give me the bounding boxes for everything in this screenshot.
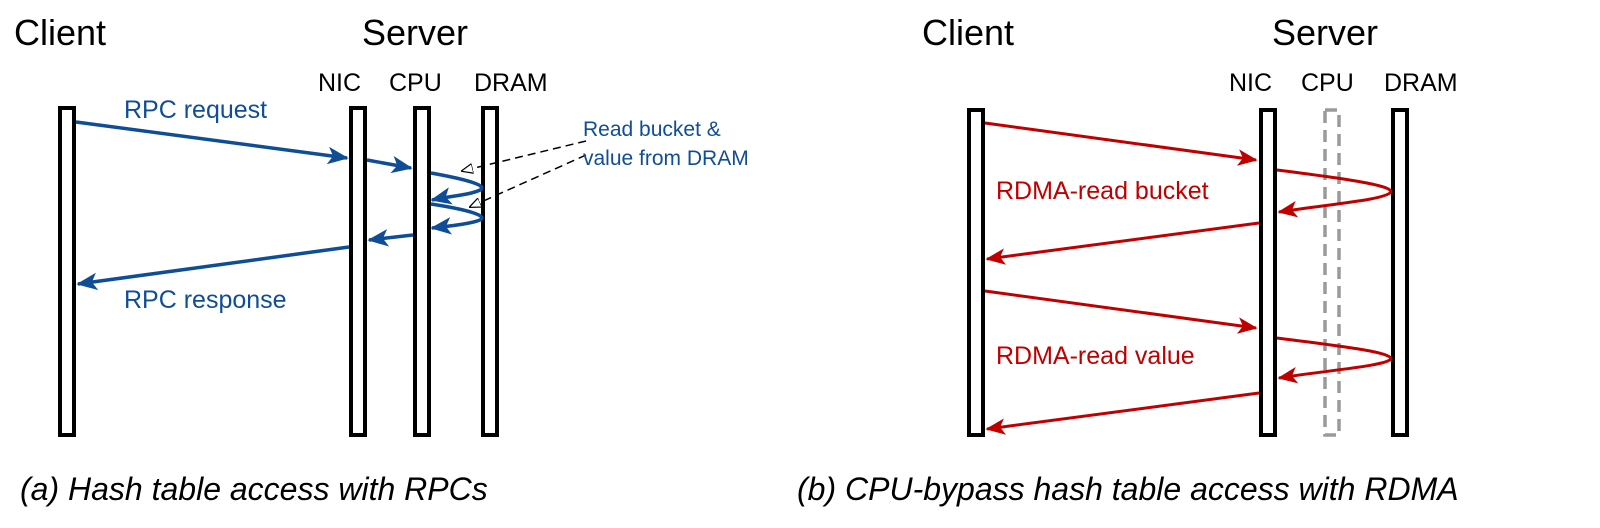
rpc-response-arrow (76, 245, 350, 291)
rdma-request-value-arrow (984, 289, 1258, 334)
rdma-response-bucket-arrow (985, 221, 1260, 265)
cpu-lifeline (413, 106, 431, 437)
cpu-to-nic-arrow (367, 229, 414, 247)
rpc-request-label: RPC request (124, 96, 267, 124)
rdma-response-value-arrow (985, 391, 1260, 435)
client-title: Client (922, 12, 1014, 53)
annotation-leader-value (470, 154, 587, 207)
nic-lifeline (349, 106, 367, 437)
component-label-cpu: CPU (389, 69, 442, 97)
component-label-nic: NIC (1229, 69, 1272, 97)
annotation-leader-bucket (462, 140, 587, 171)
cpu-lifeline-bypassed (1323, 108, 1341, 437)
dram-lifeline (481, 106, 499, 437)
rdma-dram-bucket-arrow (1276, 168, 1393, 218)
annotation-line-1: Read bucket & (583, 118, 721, 141)
client-title: Client (14, 12, 106, 53)
panel-b: Client Server NIC CPU DRAM RDMA-read buc… (797, 12, 1459, 507)
component-label-dram: DRAM (1384, 69, 1458, 97)
client-lifeline (58, 106, 76, 437)
rpc-request-arrow (75, 120, 349, 165)
panel-a: Client Server NIC CPU DRAM RPC request R… (14, 12, 749, 507)
component-label-dram: DRAM (474, 69, 548, 97)
rdma-dram-value-arrow (1276, 336, 1393, 384)
server-title: Server (362, 12, 468, 53)
dram-read-bucket-arrow (430, 171, 484, 205)
rdma-read-bucket-label: RDMA-read bucket (996, 177, 1209, 205)
nic-lifeline (1259, 108, 1277, 437)
caption-b: (b) CPU-bypass hash table access with RD… (797, 471, 1459, 507)
component-label-nic: NIC (318, 69, 361, 97)
dram-read-value-arrow (430, 202, 484, 235)
client-lifeline (967, 108, 985, 437)
component-label-cpu: CPU (1301, 69, 1354, 97)
rpc-response-label: RPC response (124, 286, 287, 314)
rdma-read-value-label: RDMA-read value (996, 342, 1195, 370)
server-title: Server (1272, 12, 1378, 53)
rdma-request-bucket-arrow (984, 121, 1258, 166)
dram-lifeline (1391, 108, 1409, 437)
caption-a: (a) Hash table access with RPCs (20, 471, 488, 507)
annotation-line-2: value from DRAM (583, 147, 749, 170)
nic-to-cpu-arrow (366, 155, 413, 174)
